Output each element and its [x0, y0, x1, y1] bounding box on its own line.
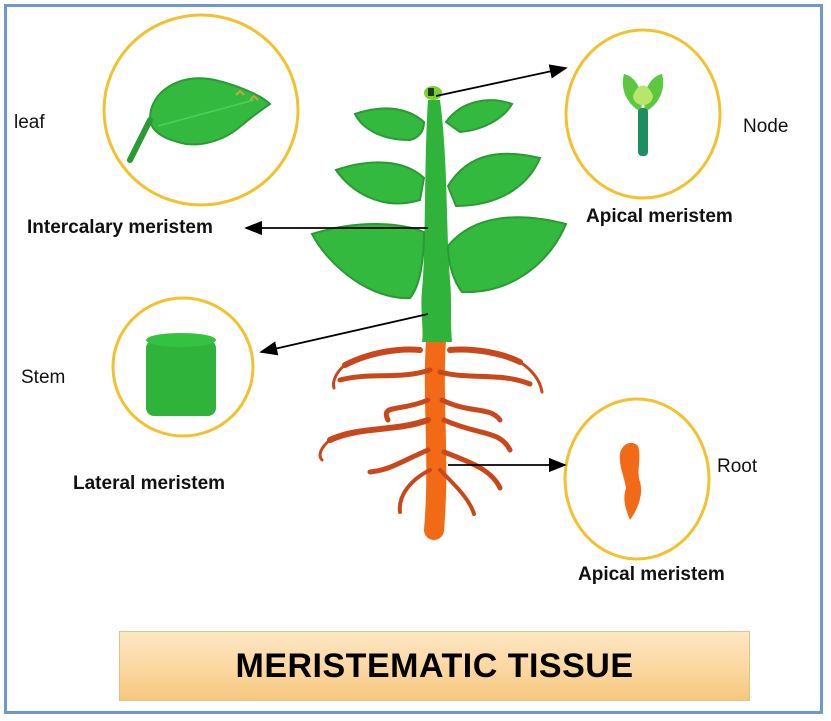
node-circle [564, 28, 722, 200]
stem-leaves [310, 99, 568, 300]
stem-circle [111, 296, 255, 438]
label-intercalary-meristem: Intercalary meristem [27, 217, 213, 238]
shoot-apex-icon [424, 86, 442, 100]
label-node: Node [743, 116, 789, 137]
diagram-title: MERISTEMATIC TISSUE [235, 646, 634, 685]
label-lateral-meristem: Lateral meristem [73, 473, 226, 494]
arrow-to-node [435, 64, 568, 97]
diagram-frame [4, 4, 823, 714]
root-tip-icon [619, 442, 642, 520]
title-banner: MERISTEMATIC TISSUE [119, 631, 750, 701]
arrow-to-lateral [259, 313, 429, 356]
leaf-circle [102, 13, 300, 207]
main-stem [421, 100, 452, 342]
roots [318, 330, 544, 540]
stem-segment-icon [146, 333, 216, 416]
label-stem: Stem [21, 367, 66, 388]
leaf-icon [127, 77, 272, 163]
label-leaf: leaf [14, 112, 45, 133]
plant-illustration [310, 86, 568, 540]
pointer-arrows [244, 64, 568, 473]
bud-icon [622, 74, 664, 156]
root-circle [563, 397, 711, 561]
label-apical-meristem-shoot: Apical meristem [586, 206, 733, 227]
label-root: Root [717, 456, 758, 477]
label-apical-meristem-root: Apical meristem [578, 564, 725, 585]
